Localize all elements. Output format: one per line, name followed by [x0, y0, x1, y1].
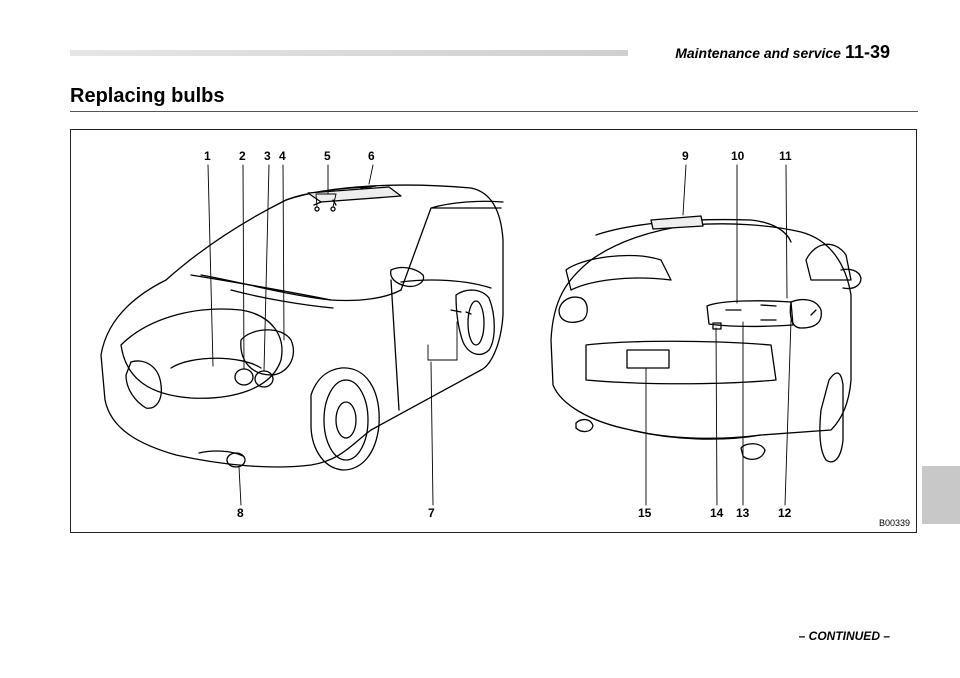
title-rule — [70, 111, 918, 112]
callout-13: 13 — [736, 506, 750, 520]
callout-14: 14 — [710, 506, 724, 520]
callout-leader-lines — [207, 164, 792, 506]
chapter-tab — [922, 466, 960, 524]
callout-6: 6 — [368, 149, 375, 163]
figure-frame: 1 2 3 4 5 6 7 8 9 10 11 12 13 14 15 B003… — [70, 129, 917, 533]
page-number: 11-39 — [844, 42, 890, 62]
header-rule-bar — [70, 50, 628, 56]
callout-2: 2 — [239, 149, 246, 163]
callout-8: 8 — [237, 506, 244, 520]
callout-12: 12 — [778, 506, 792, 520]
section-title: Maintenance and service — [675, 45, 841, 61]
continued-note: – CONTINUED – — [798, 629, 890, 643]
callout-11: 11 — [779, 149, 792, 163]
rear-vehicle-drawing — [550, 215, 862, 463]
callout-9: 9 — [682, 149, 689, 163]
callout-15: 15 — [638, 506, 652, 520]
callout-1: 1 — [204, 149, 211, 163]
callout-4: 4 — [279, 149, 286, 163]
figure-code: B00339 — [878, 518, 910, 528]
front-vehicle-drawing — [100, 184, 504, 471]
callout-5: 5 — [324, 149, 331, 163]
page-title: Replacing bulbs — [70, 85, 225, 107]
callout-3: 3 — [264, 149, 271, 163]
vehicle-illustration — [100, 164, 862, 506]
callout-7: 7 — [428, 506, 435, 520]
callout-10: 10 — [731, 149, 745, 163]
